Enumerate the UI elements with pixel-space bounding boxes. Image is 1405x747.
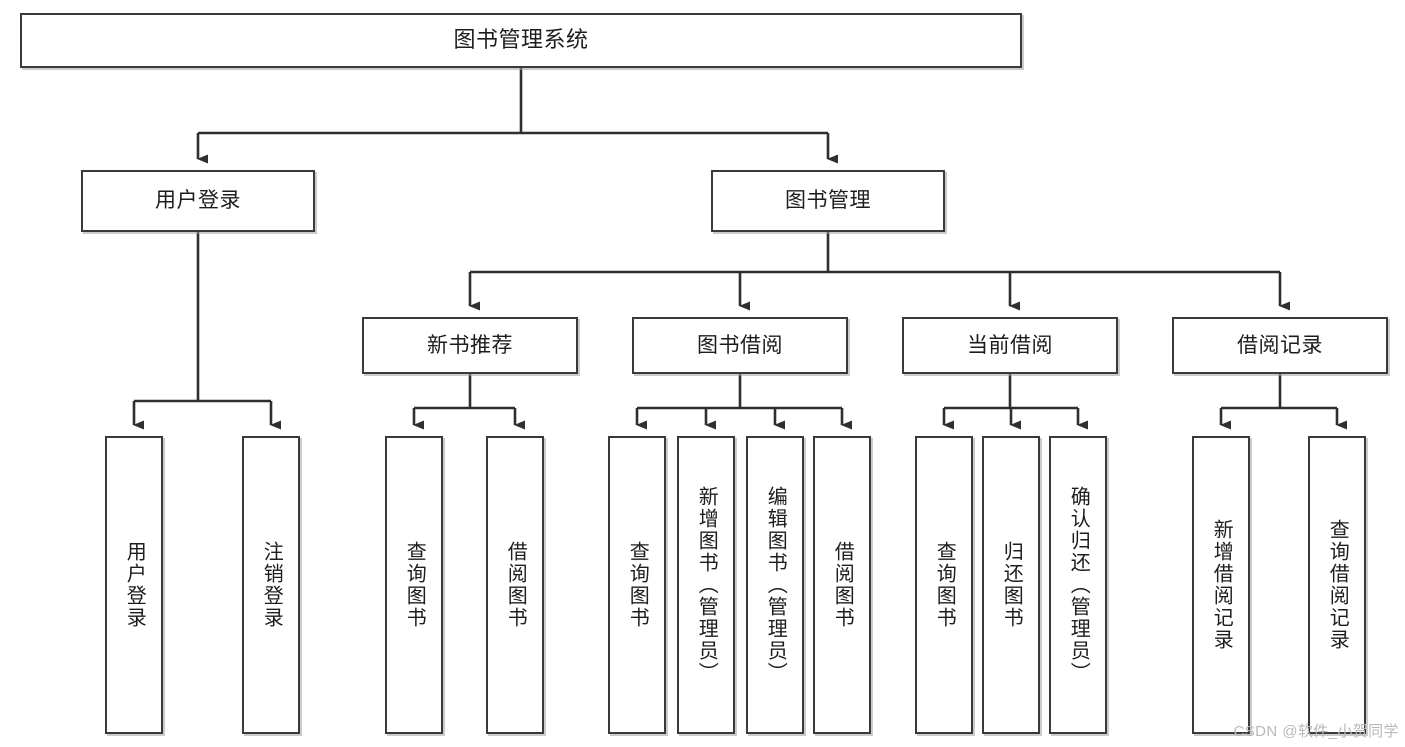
node-label: 编辑图书（管理员） [764, 486, 787, 684]
node-borrow-record[interactable]: 借阅记录 [1172, 317, 1388, 374]
node-book-borrow[interactable]: 图书借阅 [632, 317, 848, 374]
node-label: 查询图书 [626, 541, 649, 629]
node-leaf-query-book-recommend[interactable]: 查询图书 [385, 436, 443, 734]
node-leaf-logout-login[interactable]: 注销登录 [242, 436, 300, 734]
node-label: 注销登录 [260, 541, 283, 629]
node-label: 确认归还（管理员） [1067, 486, 1090, 684]
node-book-manage[interactable]: 图书管理 [711, 170, 945, 232]
node-label: 新增图书（管理员） [695, 486, 718, 684]
node-user-login[interactable]: 用户登录 [81, 170, 315, 232]
node-leaf-add-borrow-record[interactable]: 新增借阅记录 [1192, 436, 1250, 734]
node-label: 借阅记录 [1237, 333, 1323, 357]
connector-group [132, 68, 1347, 430]
node-label: 查询借阅记录 [1326, 519, 1349, 651]
node-leaf-borrow-book-recommend[interactable]: 借阅图书 [486, 436, 544, 734]
node-current-borrow[interactable]: 当前借阅 [902, 317, 1118, 374]
node-label: 图书管理系统 [453, 27, 589, 53]
node-leaf-borrow-book[interactable]: 借阅图书 [813, 436, 871, 734]
node-label: 用户登录 [155, 189, 241, 213]
node-leaf-query-borrow-record[interactable]: 查询借阅记录 [1308, 436, 1366, 734]
node-label: 新增借阅记录 [1210, 519, 1233, 651]
node-label: 借阅图书 [504, 541, 527, 629]
node-label: 查询图书 [403, 541, 426, 629]
node-leaf-edit-book-admin[interactable]: 编辑图书（管理员） [746, 436, 804, 734]
node-label: 用户登录 [123, 541, 146, 629]
node-leaf-add-book-admin[interactable]: 新增图书（管理员） [677, 436, 735, 734]
node-leaf-user-login[interactable]: 用户登录 [105, 436, 163, 734]
node-label: 图书管理 [785, 189, 871, 213]
node-label: 归还图书 [1000, 541, 1023, 629]
node-label: 新书推荐 [427, 333, 513, 357]
node-label: 图书借阅 [697, 333, 783, 357]
node-new-book-recommend[interactable]: 新书推荐 [362, 317, 578, 374]
node-leaf-confirm-return-admin[interactable]: 确认归还（管理员） [1049, 436, 1107, 734]
node-leaf-return-book[interactable]: 归还图书 [982, 436, 1040, 734]
node-label: 查询图书 [933, 541, 956, 629]
node-leaf-query-book-current[interactable]: 查询图书 [915, 436, 973, 734]
node-label: 当前借阅 [967, 333, 1053, 357]
node-leaf-query-book-borrow[interactable]: 查询图书 [608, 436, 666, 734]
node-label: 借阅图书 [831, 541, 854, 629]
node-root[interactable]: 图书管理系统 [20, 13, 1022, 68]
